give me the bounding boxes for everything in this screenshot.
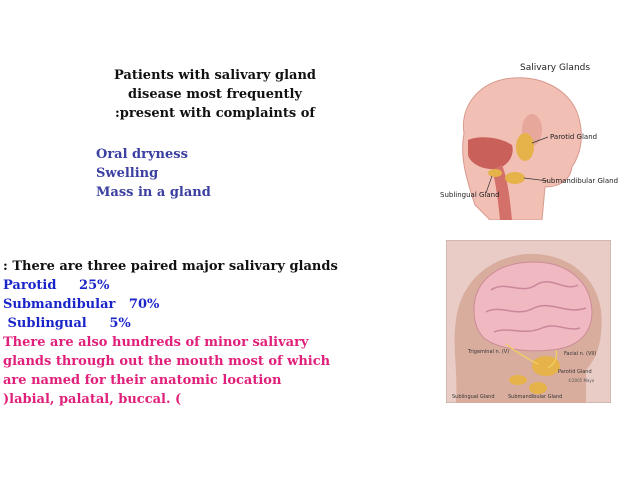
glands-section: : There are three paired major salivary … [3,257,338,409]
label-trigeminal: Trigeminal n. (V) [467,349,509,355]
minor-glands-line: glands through out the mouth most of whi… [3,354,331,369]
intro-text: Patients with salivary gland disease mos… [90,66,340,123]
label-parotid: Parotid Gland [558,369,592,375]
salivary-glands-figure: Salivary Glands Parotid Gland Submandibu… [420,55,620,220]
intro-line-2: disease most frequently [128,87,302,102]
minor-glands-line: )labial, palatal, buccal. ( [3,392,182,407]
label-facial: Facial n. (VII) [564,351,596,357]
label-submandibular: Submandibular Gland [508,394,562,400]
label-sublingual: Sublingual Gland [452,394,495,400]
copyright-text: ©2005 Mayo [568,378,595,383]
head-illustration: Salivary Glands Parotid Gland Submandibu… [440,63,618,220]
complaints-list: Oral dryness Swelling Mass in a gland [96,145,211,202]
gland-submandibular: Submandibular 70% [3,297,160,312]
figure-title: Salivary Glands [520,63,590,73]
label-submandibular: Submandibular Gland [542,177,618,185]
complaint-item: Swelling [96,166,159,181]
intro-line-3: :present with complaints of [115,106,315,121]
brain-nerves-figure: Trigeminal n. (V) Facial n. (VII) Paroti… [446,240,611,403]
minor-glands-line: are named for their anatomic location [3,373,282,388]
brain-illustration: Trigeminal n. (V) Facial n. (VII) Paroti… [446,240,611,403]
intro-line-1: Patients with salivary gland [114,68,316,83]
glands-heading: : There are three paired major salivary … [3,259,338,274]
complaint-item: Mass in a gland [96,185,211,200]
gland-parotid: Parotid 25% [3,278,110,293]
complaint-item: Oral dryness [96,147,188,162]
label-parotid: Parotid Gland [550,133,597,141]
minor-glands-line: There are also hundreds of minor salivar… [3,335,309,350]
gland-sublingual: Sublingual 5% [3,316,131,331]
label-sublingual: Sublingual Gland [440,191,500,199]
